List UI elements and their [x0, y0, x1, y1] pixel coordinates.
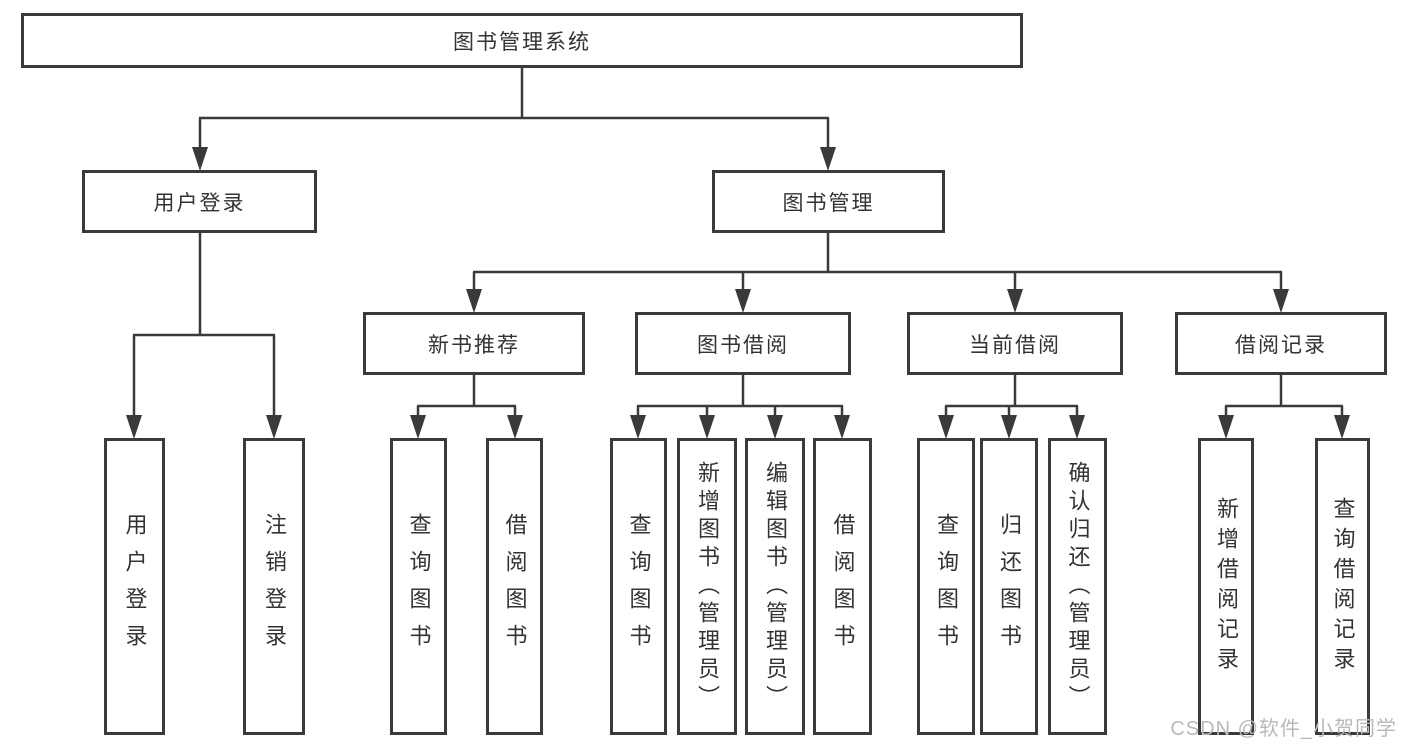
leaf-borrow-books-recommend-label: 借阅图书 — [502, 512, 528, 661]
node-root-label: 图书管理系统 — [453, 30, 591, 54]
node-user-login-label: 用户登录 — [153, 191, 246, 215]
leaf-logout: 注销登录 — [243, 438, 305, 735]
node-root-system: 图书管理系统 — [21, 13, 1023, 68]
leaf-query-borrow-record-label: 查询借阅记录 — [1330, 496, 1356, 677]
node-current-borrowing-label: 当前借阅 — [969, 333, 1061, 357]
leaf-add-book-admin-label: 新增图书（管理员） — [695, 460, 720, 713]
leaf-confirm-return-admin: 确认归还（管理员） — [1048, 438, 1107, 735]
leaf-query-books-borrow: 查询图书 — [610, 438, 667, 735]
node-book-borrowing-label: 图书借阅 — [697, 333, 789, 357]
leaf-borrow-books-borrow: 借阅图书 — [813, 438, 872, 735]
node-new-book-recommendation: 新书推荐 — [363, 312, 585, 375]
leaf-query-books-recommend: 查询图书 — [390, 438, 447, 735]
leaf-borrow-books-recommend: 借阅图书 — [486, 438, 543, 735]
node-borrowing-records: 借阅记录 — [1175, 312, 1387, 375]
node-book-management: 图书管理 — [712, 170, 945, 233]
leaf-query-books-current: 查询图书 — [917, 438, 975, 735]
leaf-logout-label: 注销登录 — [262, 512, 287, 661]
leaf-edit-book-admin-label: 编辑图书（管理员） — [763, 460, 788, 713]
csdn-watermark: CSDN @软件_小贺同学 — [1170, 718, 1397, 740]
leaf-add-book-admin: 新增图书（管理员） — [677, 438, 737, 735]
leaf-add-borrow-record-label: 新增借阅记录 — [1214, 496, 1239, 677]
node-new-book-recommendation-label: 新书推荐 — [428, 333, 520, 357]
leaf-query-books-recommend-label: 查询图书 — [406, 512, 432, 661]
leaf-user-login: 用户登录 — [104, 438, 165, 735]
node-current-borrowing: 当前借阅 — [907, 312, 1123, 375]
node-borrowing-records-label: 借阅记录 — [1235, 333, 1327, 357]
node-book-borrowing: 图书借阅 — [635, 312, 851, 375]
leaf-return-book: 归还图书 — [980, 438, 1038, 735]
leaf-query-books-current-label: 查询图书 — [934, 512, 959, 661]
leaf-return-book-label: 归还图书 — [997, 512, 1022, 661]
leaf-add-borrow-record: 新增借阅记录 — [1198, 438, 1254, 735]
leaf-confirm-return-admin-label: 确认归还（管理员） — [1065, 460, 1091, 713]
leaf-query-books-borrow-label: 查询图书 — [626, 512, 652, 661]
leaf-query-borrow-record: 查询借阅记录 — [1315, 438, 1370, 735]
node-user-login: 用户登录 — [82, 170, 317, 233]
arrowheads — [126, 147, 1350, 439]
leaf-edit-book-admin: 编辑图书（管理员） — [745, 438, 805, 735]
leaf-borrow-books-borrow-label: 借阅图书 — [830, 512, 856, 661]
leaf-user-login-label: 用户登录 — [122, 512, 148, 661]
node-book-management-label: 图书管理 — [782, 191, 875, 215]
